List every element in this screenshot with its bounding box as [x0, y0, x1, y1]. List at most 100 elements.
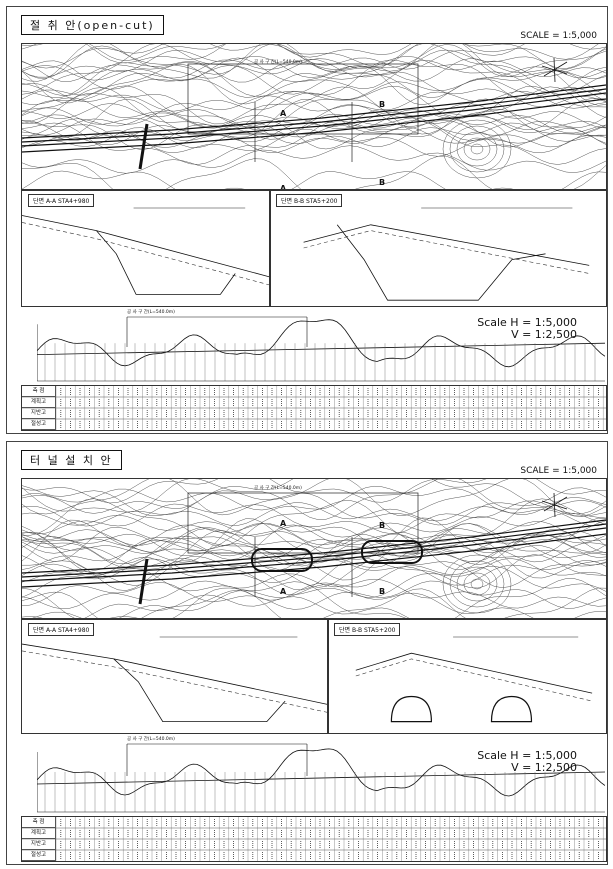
profile-table-grid — [22, 817, 609, 861]
contour-line — [22, 126, 606, 154]
contour-line — [22, 59, 606, 100]
map-scale: SCALE = 1:5,000 — [520, 31, 597, 41]
section-marker-b: B — [379, 521, 386, 530]
contour-line — [22, 521, 606, 550]
contour-line — [22, 78, 606, 112]
contour-line — [22, 520, 606, 564]
contour-line — [22, 554, 606, 591]
contour-line — [22, 170, 606, 190]
panel-title: 터 널 설 치 안 — [21, 450, 122, 470]
section-b-b: 단면 B-B STA5+200 — [327, 618, 607, 734]
contour-line — [22, 69, 606, 98]
profile-table: 측 점 계획고 지반고 절성고 — [21, 385, 609, 431]
contour-line — [22, 535, 606, 571]
road-line — [22, 84, 606, 139]
contour-line — [22, 44, 599, 62]
road-line — [22, 98, 606, 153]
contour-line — [22, 530, 606, 581]
contour-map-svg — [22, 44, 606, 190]
contour-line — [22, 113, 606, 148]
contour-line — [449, 560, 505, 608]
road-line — [22, 523, 606, 578]
section-b-b: 단면 B-B STA5+200 — [269, 189, 607, 307]
contour-line — [22, 563, 606, 601]
profile-svg — [37, 743, 605, 813]
section-b-svg — [355, 636, 593, 723]
contour-line — [22, 594, 570, 619]
contour-line — [22, 558, 606, 598]
north-arrow-icon — [541, 492, 568, 518]
map-span-label: 공 사 구 간(L=540.0m) — [254, 486, 302, 491]
profile-span-label: 공 사 구 간(L=540.0m) — [127, 310, 175, 315]
cut-profile — [96, 230, 236, 295]
contour-line — [22, 112, 606, 138]
section-marker-a: A — [280, 519, 287, 528]
contour-line — [22, 512, 606, 538]
rock-line — [22, 650, 328, 713]
row-header-plan-elevation: 계획고 — [22, 828, 56, 839]
row-header-station: 측 점 — [22, 386, 56, 397]
contour-line — [22, 587, 606, 619]
road-line — [22, 533, 606, 588]
profile-scale: Scale H = 1:5,000 V = 1:2,500 — [477, 749, 577, 774]
section-marker-b: B — [379, 100, 386, 109]
contour-map-svg — [22, 479, 606, 619]
contour-line — [22, 56, 606, 81]
tunnel-panel: 터 널 설 치 안 SCALE = 1:5,000 공 사 구 간(L=540.… — [6, 441, 609, 865]
section-b-svg — [303, 207, 590, 301]
rock-line — [22, 222, 270, 286]
road-line — [22, 92, 606, 147]
contour-line — [22, 85, 606, 125]
map-span-label: 공 사 구 간(L=540.0m) — [254, 60, 302, 65]
contour-line — [22, 527, 606, 554]
tunnel-portal-icon — [251, 548, 313, 572]
plan-map: 공 사 구 간(L=540.0m) A A B B — [21, 478, 607, 620]
section-a-label: 단면 A-A STA4+980 — [28, 623, 95, 636]
section-cut-line — [254, 102, 353, 162]
section-a-label: 단면 A-A STA4+980 — [28, 194, 95, 207]
contour-line — [22, 573, 606, 610]
contour-line — [22, 532, 606, 563]
contour-line — [22, 86, 606, 135]
road-line — [22, 88, 606, 143]
grade-line — [37, 771, 605, 785]
section-marker-b: B — [379, 587, 386, 596]
ground-line — [303, 224, 590, 266]
ground-line — [355, 652, 593, 694]
cut-profile — [336, 224, 546, 301]
bridge-icon — [138, 123, 149, 170]
section-marker-a: A — [280, 109, 287, 118]
tunnel-portal-icon — [361, 540, 423, 564]
contour-line — [22, 95, 606, 136]
tunnel-section-icon — [390, 695, 433, 723]
grade-line — [37, 342, 605, 355]
row-header-plan-elevation: 계획고 — [22, 397, 56, 408]
row-header-cut-height: 절성고 — [22, 850, 56, 861]
row-header-ground-elevation: 지반고 — [22, 839, 56, 850]
profile-table-grid — [22, 386, 609, 430]
contour-line — [22, 479, 606, 514]
contour-line — [22, 498, 606, 547]
contour-line — [22, 122, 606, 147]
contour-line — [449, 125, 505, 173]
construction-span-marker — [126, 743, 308, 776]
contour-line — [22, 500, 606, 535]
contour-line — [22, 128, 606, 157]
construction-zone-outline — [187, 63, 419, 135]
row-header-ground-elevation: 지반고 — [22, 408, 56, 419]
contour-line — [470, 578, 484, 590]
contour-line — [470, 143, 484, 155]
section-a-a: 단면 A-A STA4+980 — [21, 189, 271, 307]
profile-scale: Scale H = 1:5,000 V = 1:2,500 — [477, 316, 577, 341]
contour-line — [22, 44, 606, 70]
ground-profile-line — [37, 748, 605, 797]
panel-title: 절 취 안(open-cut) — [21, 15, 164, 35]
construction-span-marker — [126, 316, 308, 347]
contour-line — [22, 556, 606, 586]
section-marker-a: A — [280, 184, 287, 191]
contour-line — [22, 479, 606, 520]
contour-line — [22, 523, 606, 558]
ground-profile-line — [37, 319, 605, 368]
contour-line — [22, 531, 606, 571]
open-cut-panel: 절 취 안(open-cut) SCALE = 1:5,000 공 사 구 간(… — [6, 6, 609, 434]
